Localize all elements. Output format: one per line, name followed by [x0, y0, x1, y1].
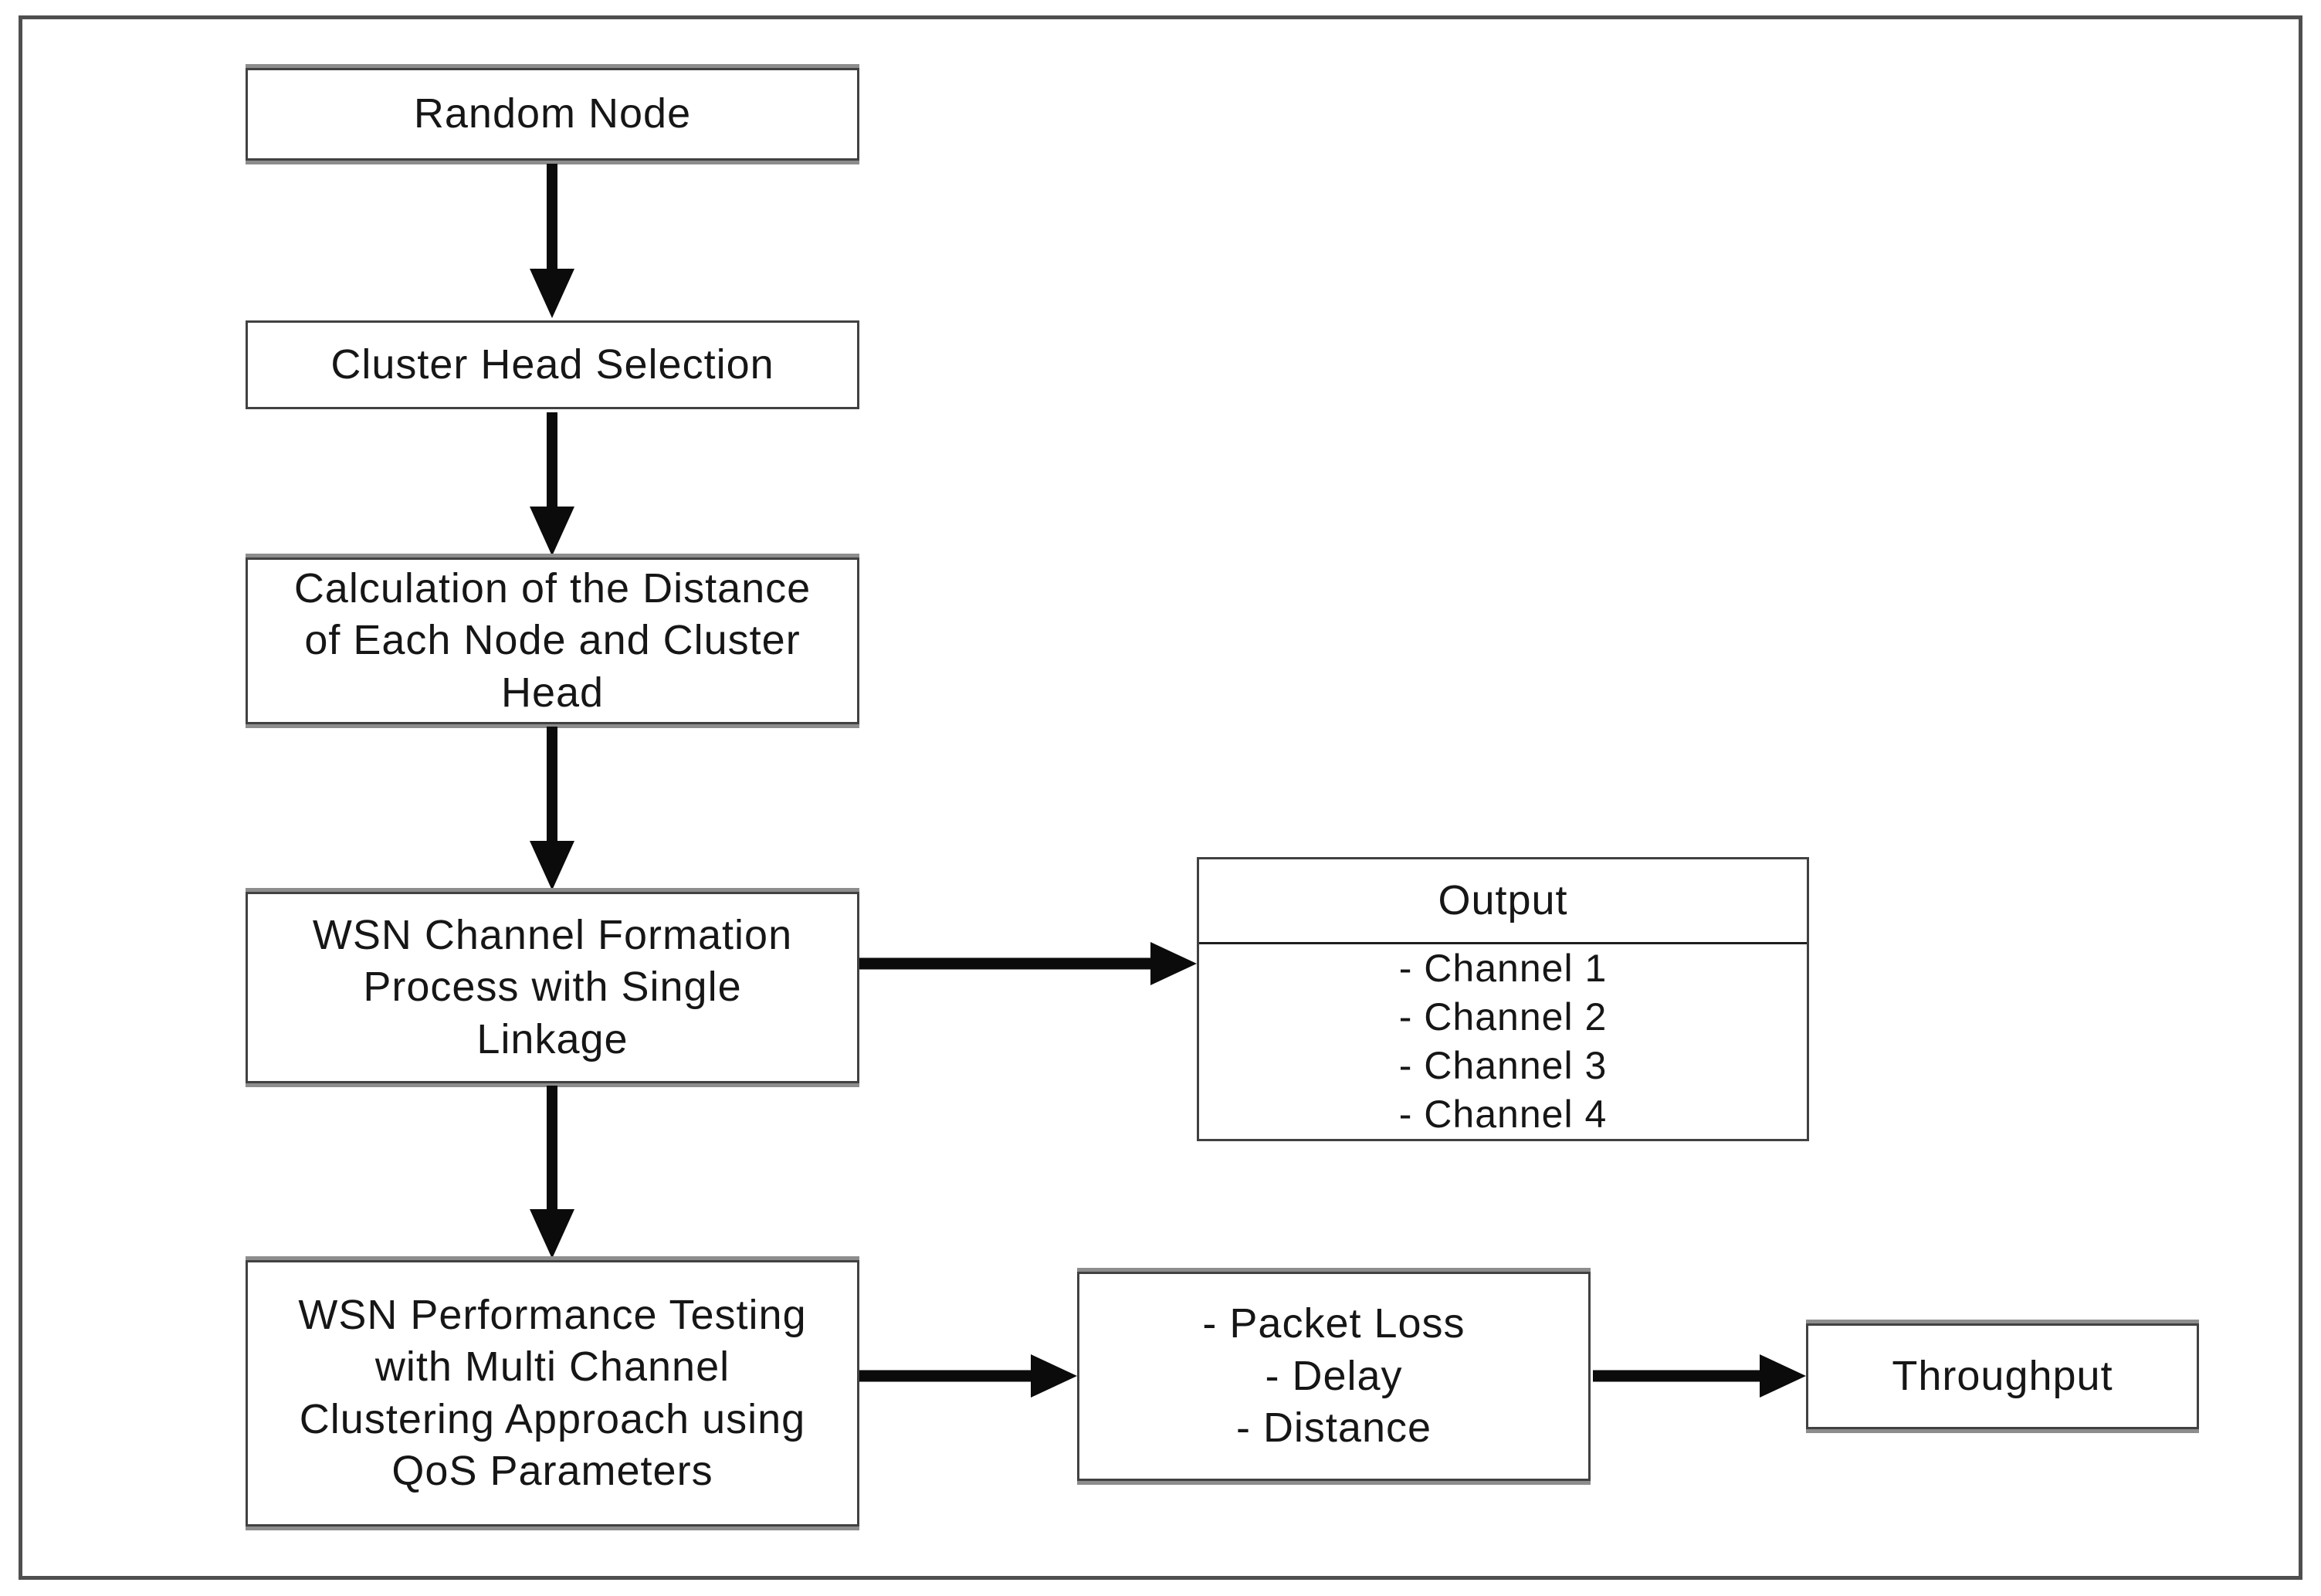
arrow-shaft	[547, 727, 557, 844]
box-performance-testing: WSN Performance Testing with Multi Chann…	[246, 1260, 859, 1527]
box-label-line: with Multi Channel	[374, 1344, 730, 1390]
output-channel-item: - Channel 2	[1398, 995, 1608, 1039]
box-label-line: QoS Parameters	[391, 1448, 713, 1494]
box-label-line: Clustering Approach using	[299, 1395, 806, 1442]
output-channel-item: - Channel 4	[1398, 1093, 1608, 1136]
output-channel-list: - Channel 1 - Channel 2 - Channel 3 - Ch…	[1199, 944, 1807, 1139]
box-label: Cluster Head Selection	[330, 341, 774, 388]
arrow-shaft	[547, 1086, 557, 1212]
box-label-line: Calculation of the Distance	[293, 564, 812, 612]
qos-metric-item: - Packet Loss	[1202, 1300, 1465, 1347]
box-random-node: Random Node	[246, 68, 859, 161]
output-title: Output	[1438, 876, 1568, 923]
qos-metric-item: - Delay	[1265, 1352, 1403, 1399]
box-label-line: WSN Channel Formation	[312, 911, 793, 958]
box-label-line: Head	[500, 669, 605, 716]
box-label-line: WSN Performance Testing	[298, 1291, 807, 1338]
arrow-qos-to-throughput	[1593, 1353, 1806, 1399]
arrow-down-head	[530, 269, 574, 318]
arrow-cluster-to-distance	[529, 412, 575, 556]
qos-metric-item: - Distance	[1235, 1405, 1432, 1452]
arrow-shaft	[859, 1370, 1034, 1382]
arrow-right-head	[1760, 1354, 1806, 1398]
box-qos-metrics: - Packet Loss - Delay - Distance	[1077, 1272, 1591, 1481]
arrow-down-head	[530, 841, 574, 890]
box-label: Throughput	[1892, 1352, 2113, 1399]
box-label: Random Node	[413, 90, 692, 137]
box-label-line: of Each Node and Cluster	[304, 617, 801, 664]
output-header: Output	[1199, 859, 1807, 944]
box-throughput: Throughput	[1806, 1323, 2199, 1429]
output-channel-item: - Channel 1	[1398, 947, 1608, 990]
arrow-down-head	[530, 1209, 574, 1259]
box-cluster-head-selection: Cluster Head Selection	[246, 320, 859, 409]
arrow-shaft	[547, 164, 557, 272]
box-output: Output - Channel 1 - Channel 2 - Channel…	[1197, 857, 1809, 1141]
arrow-random-to-cluster	[529, 164, 575, 318]
arrow-right-head	[1150, 942, 1197, 985]
arrow-right-head	[1031, 1354, 1077, 1398]
box-distance-calculation: Calculation of the Distance of Each Node…	[246, 557, 859, 724]
arrow-formation-to-testing	[529, 1086, 575, 1259]
arrow-formation-to-output	[859, 940, 1197, 987]
box-channel-formation: WSN Channel Formation Process with Singl…	[246, 892, 859, 1083]
arrow-testing-to-qos	[859, 1353, 1077, 1399]
arrow-shaft	[1593, 1370, 1763, 1382]
arrow-shaft	[547, 412, 557, 510]
box-label-line: Process with Single	[363, 964, 742, 1011]
arrow-shaft	[859, 957, 1154, 970]
output-channel-item: - Channel 3	[1398, 1044, 1608, 1087]
arrow-down-head	[530, 507, 574, 556]
box-label-line: Linkage	[476, 1015, 629, 1062]
arrow-distance-to-formation	[529, 727, 575, 890]
